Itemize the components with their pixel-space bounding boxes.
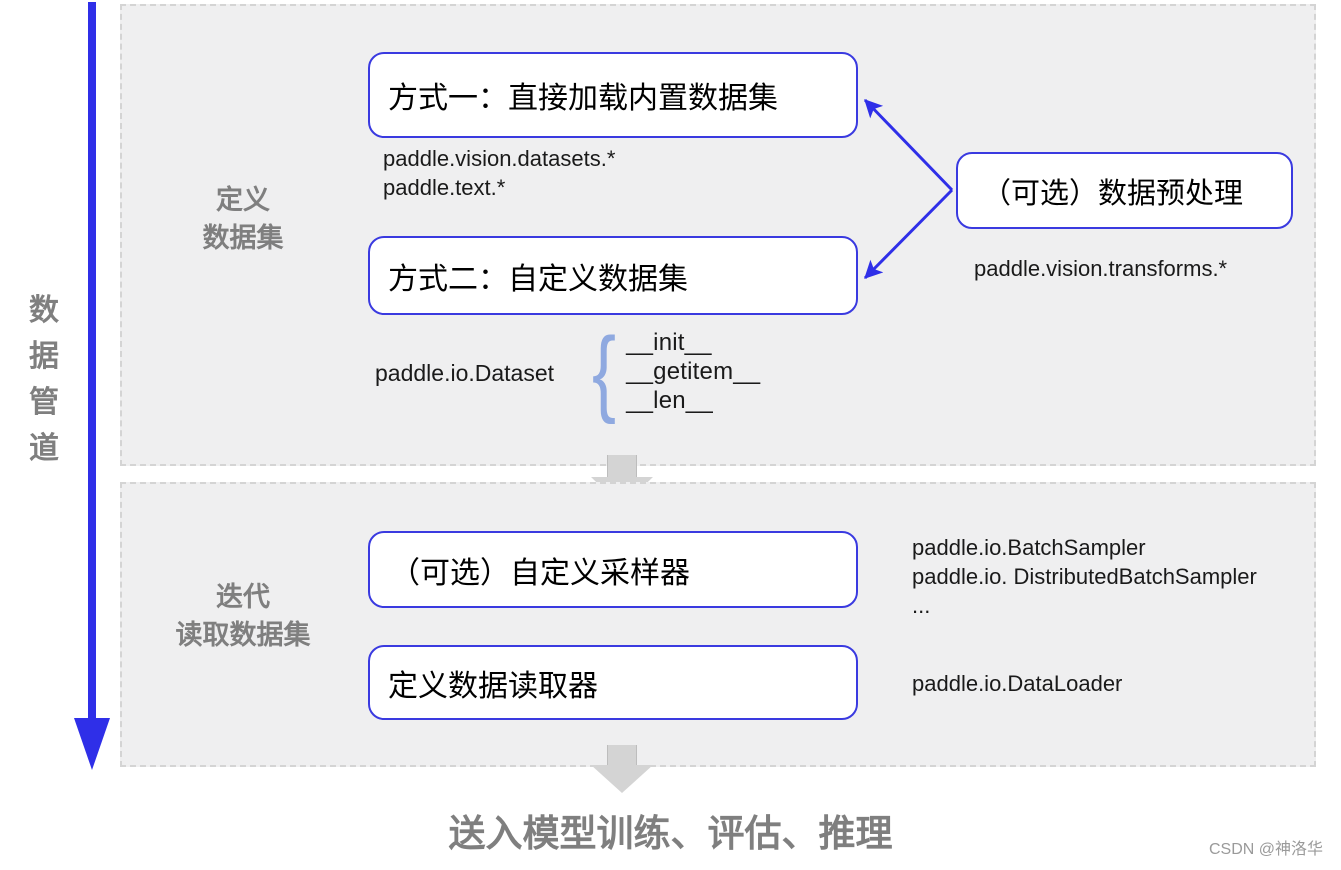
stage-label-iterate-read-dataset: 迭代 读取数据集 (175, 582, 311, 650)
annotation-builtin-dataset-api: paddle.vision.datasets.* paddle.text.* (383, 146, 616, 200)
box-method-two-label: 方式二：自定义数据集 (388, 262, 688, 296)
box-method-two-custom-dataset[interactable]: 方式二：自定义数据集 (368, 236, 858, 315)
arrow-head (591, 765, 653, 793)
box-optional-data-preprocess[interactable]: （可选）数据预处理 (956, 152, 1293, 229)
annotation-batch-sampler-api: paddle.io.BatchSampler paddle.io. Distri… (912, 535, 1257, 618)
box-optional-custom-sampler[interactable]: （可选）自定义采样器 (368, 531, 858, 608)
box-loader-label: 定义数据读取器 (388, 669, 598, 703)
arrow-shaft (607, 745, 637, 765)
box-sampler-label: （可选）自定义采样器 (390, 556, 690, 590)
box-preprocess-label: （可选）数据预处理 (982, 177, 1244, 210)
box-method-one-label: 方式一：直接加载内置数据集 (388, 82, 778, 115)
flow-arrow-iterate-to-model (591, 745, 653, 793)
pipeline-vertical-title: 数 据 管 道 (29, 294, 59, 465)
pipeline-flow-arrow-head (74, 718, 110, 770)
curly-brace-icon: { (592, 318, 617, 425)
annotation-data-loader-api: paddle.io.DataLoader (912, 671, 1123, 696)
annotation-paddle-io-dataset: paddle.io.Dataset (375, 360, 555, 386)
bottom-caption-model-usage: 送入模型训练、评估、推理 (448, 813, 893, 854)
stage-label-define-dataset: 定义 数据集 (202, 185, 284, 253)
arrow-shaft (607, 455, 637, 477)
csdn-watermark: CSDN @神洛华 (1208, 841, 1323, 858)
dataset-methods-list: __init__ __getitem__ __len__ (626, 329, 761, 415)
pipeline-flow-arrow-shaft (88, 2, 96, 724)
dataset-methods-group: { __init__ __getitem__ __len__ (588, 318, 761, 425)
box-define-data-loader[interactable]: 定义数据读取器 (368, 645, 858, 720)
box-method-one-builtin-dataset[interactable]: 方式一：直接加载内置数据集 (368, 52, 858, 138)
annotation-transforms-api: paddle.vision.transforms.* (974, 256, 1228, 281)
